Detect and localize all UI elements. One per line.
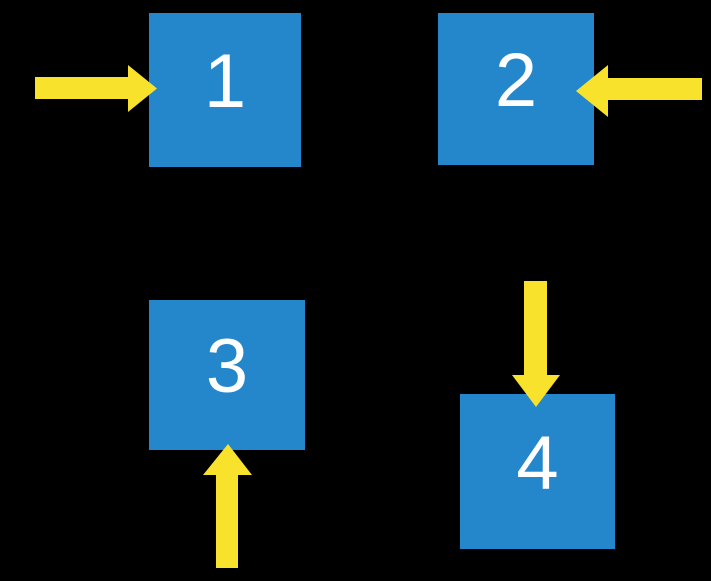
square-4-label: 4: [516, 420, 559, 506]
square-3-label: 3: [205, 324, 249, 409]
left-arrow-icon: [576, 65, 702, 117]
square-2-label: 2: [494, 38, 538, 123]
numbered-square-4: 4: [460, 394, 615, 549]
right-arrow-icon: [35, 65, 157, 112]
numbered-square-1: 1: [149, 13, 301, 167]
square-1-label: 1: [203, 39, 247, 124]
numbered-square-3: 3: [149, 300, 305, 450]
numbered-square-2: 2: [438, 13, 594, 165]
down-arrow-icon: [512, 281, 560, 407]
up-arrow-icon: [203, 444, 252, 568]
